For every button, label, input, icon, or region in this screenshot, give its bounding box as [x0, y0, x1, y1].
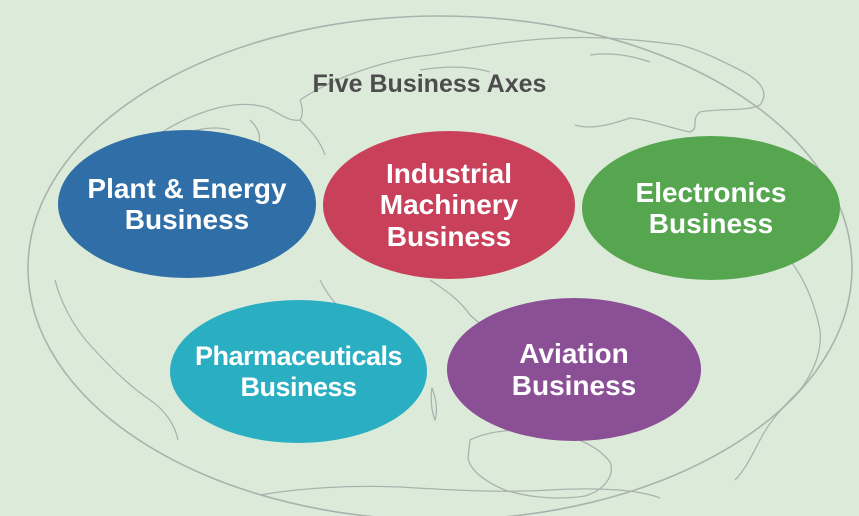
aviation-label-line1: Aviation [519, 338, 629, 370]
map-detail-north [179, 53, 651, 146]
plant-label-line1: Plant & Energy [87, 172, 287, 204]
electronics-label-line1: Electronics [635, 176, 787, 208]
diagram-title: Five Business Axes [312, 70, 547, 98]
aviation-label-line2: Business [511, 369, 637, 401]
continent-africa [54, 279, 179, 441]
continent-americas [734, 259, 821, 481]
industrial-label-line2: Machinery [379, 189, 519, 221]
pharmaceuticals-label-line2: Business [240, 371, 357, 402]
pharmaceuticals-label-line1: Pharmaceuticals [194, 341, 403, 372]
continent-europe [139, 99, 303, 151]
industrial-label-line3: Business [386, 220, 512, 252]
pharmaceuticals-business-bubble: Pharmaceuticals Business [170, 300, 427, 443]
continent-antarctica [259, 485, 661, 499]
continent-north-asia [299, 36, 765, 133]
plant-label-line2: Business [124, 204, 250, 235]
industrial-label-line1: Industrial [385, 157, 512, 189]
electronics-business-bubble: Electronics Business [582, 136, 840, 280]
electronics-label-line2: Business [648, 208, 774, 239]
island-madagascar [430, 387, 438, 421]
plant-energy-business-bubble: Plant & Energy Business [58, 130, 316, 278]
globe-outline [27, 15, 853, 516]
continent-middle-east [299, 119, 326, 156]
aviation-business-bubble: Aviation Business [447, 298, 701, 441]
industrial-machinery-business-bubble: Industrial Machinery Business [323, 131, 575, 279]
